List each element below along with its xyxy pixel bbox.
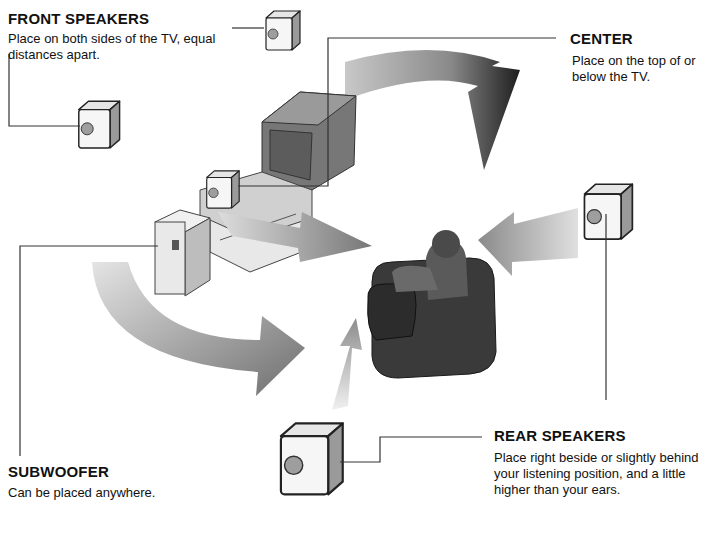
tv-top — [262, 92, 356, 125]
sound-arrow — [345, 50, 520, 170]
tv-screen — [270, 130, 312, 180]
subwoofer-front — [155, 222, 185, 294]
subwoofer-side — [185, 218, 210, 296]
callout-heading: FRONT SPEAKERS — [8, 10, 248, 28]
center-speaker — [207, 171, 239, 208]
front-speaker — [79, 101, 120, 148]
leader-line — [20, 246, 158, 456]
callout-heading: REAR SPEAKERS — [494, 427, 704, 445]
callout-heading: SUBWOOFER — [8, 463, 208, 481]
callout-note: Can be placed anywhere. — [8, 485, 228, 501]
leader-line — [238, 38, 556, 186]
callout-note: Place on the top of or below the TV. — [572, 53, 704, 85]
tv-body — [262, 92, 356, 190]
rear-speaker — [584, 184, 632, 239]
subwoofer-port — [172, 240, 179, 250]
listener-arm — [392, 266, 438, 292]
callout-note: Place right beside or slightly behind yo… — [494, 450, 706, 498]
callout-note: Place on both sides of the TV, equal dis… — [8, 31, 228, 63]
listener-head — [432, 230, 460, 258]
sound-arrow — [218, 212, 372, 262]
leader-line — [232, 27, 264, 28]
callout-heading: CENTER — [570, 30, 700, 48]
leader-line — [9, 54, 80, 126]
sound-arrow — [478, 208, 578, 276]
rear-speaker — [281, 423, 343, 494]
leader-line — [340, 437, 482, 462]
leader-line — [605, 214, 606, 400]
sound-arrow — [332, 318, 362, 410]
sound-arrow — [92, 262, 305, 396]
front-speaker — [266, 11, 300, 50]
armchair-arm — [368, 284, 416, 340]
